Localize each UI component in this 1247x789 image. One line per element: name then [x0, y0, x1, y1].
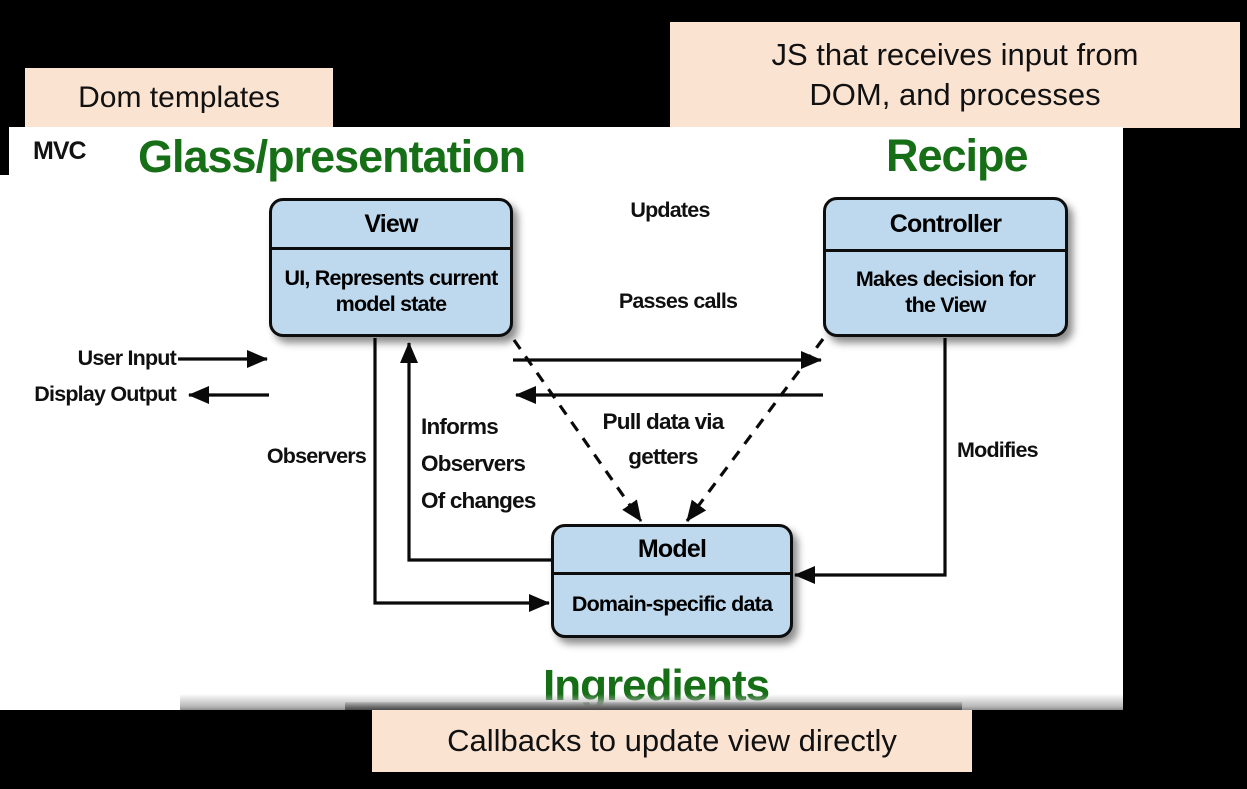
view-box-title: View [272, 201, 510, 250]
edge-informs [400, 342, 551, 562]
slide-edge-notch [0, 127, 9, 175]
controller-box-body: Makes decision for the View [855, 267, 1036, 317]
diagram-canvas: MVC Glass/presentation Recipe Ingredient… [0, 127, 1123, 710]
controller-box-title: Controller [826, 200, 1065, 252]
label-display-output: Display Output [34, 382, 177, 406]
label-pull-data-via-getters: Pull data via getters [602, 409, 725, 469]
edge-observers [373, 338, 550, 612]
heading-glass-presentation: Glass/presentation [138, 131, 526, 182]
annotation-callbacks: Callbacks to update view directly [372, 710, 972, 772]
model-box-body: Domain-specific data [571, 592, 773, 617]
edge-view-pull [512, 339, 643, 522]
slide-bottom-shadow-dark [345, 702, 962, 710]
annotation-js-controller: JS that receives input from DOM, and pro… [670, 22, 1240, 128]
mvc-caption: MVC [33, 137, 87, 165]
label-user-input: User Input [77, 346, 177, 370]
model-box-title: Model [554, 527, 790, 575]
annotation-dom-templates: Dom templates [25, 68, 333, 127]
edge-controller-pull [685, 338, 825, 522]
label-modifies: Modifies [957, 438, 1039, 462]
label-observers: Observers [266, 444, 367, 468]
controller-box: Controller Makes decision for the View [823, 197, 1068, 337]
diagram-edges [178, 338, 947, 612]
edge-modifies [794, 338, 947, 584]
model-box: Model Domain-specific data [551, 524, 793, 638]
view-box: View UI, Represents current model state [269, 198, 513, 337]
label-informs-observers: Informs Observers Of changes [421, 414, 536, 513]
heading-recipe: Recipe [886, 130, 1029, 181]
label-passes-calls: Passes calls [618, 289, 738, 313]
label-updates: Updates [630, 198, 710, 222]
view-box-body: UI, Represents current model state [284, 266, 498, 316]
